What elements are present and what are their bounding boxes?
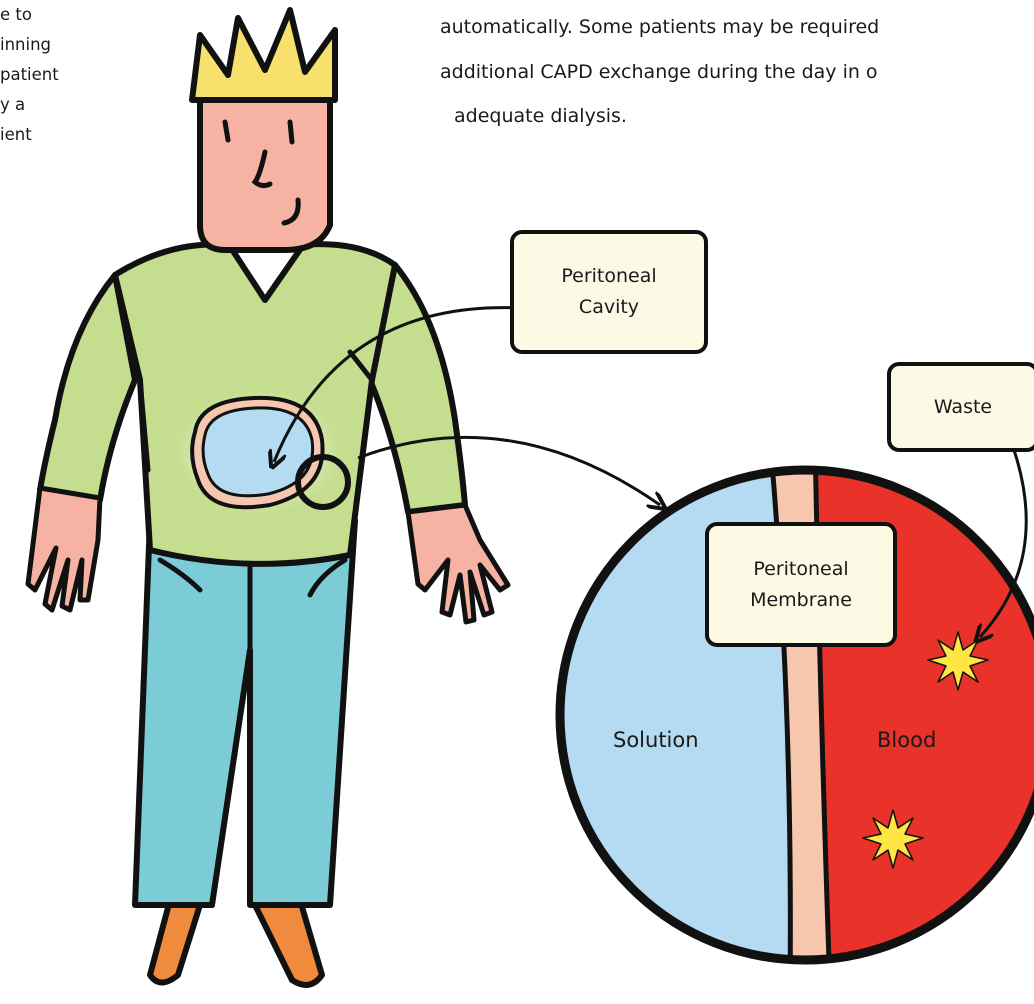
peritoneal-membrane-label-line2: Membrane	[750, 588, 852, 611]
arms	[37, 262, 468, 515]
waste-star-icon	[927, 631, 989, 691]
peritoneal-cavity-label: Peritoneal Cavity	[510, 230, 708, 354]
waste-arrow	[980, 449, 1028, 637]
intro-left-line: ient	[0, 125, 32, 144]
peritoneal-cavity-label-line2: Cavity	[578, 296, 640, 318]
intro-top-line: adequate dialysis.	[454, 105, 627, 127]
peritoneal-cavity-shape	[190, 395, 325, 510]
peritoneal-cavity-label-line1: Peritoneal	[561, 265, 657, 287]
intro-left-line: e to	[0, 5, 32, 24]
magnify-circle	[295, 454, 351, 510]
intro-top-line: additional CAPD exchange during the day …	[440, 61, 878, 83]
peritoneal-membrane-label-line1: Peritoneal	[753, 557, 849, 580]
zoom-arrow	[357, 435, 660, 505]
peritoneal-membrane-label: Peritoneal Membrane	[705, 522, 897, 647]
hands	[25, 485, 511, 625]
waste-label-text: Waste	[933, 395, 993, 418]
blood-label: Blood	[877, 728, 937, 752]
head	[189, 7, 338, 253]
waste-label: Waste	[887, 362, 1034, 452]
intro-text-top: automatically. Some patients may be requ…	[440, 0, 1034, 140]
intro-text-left: e to inning patient y a ient	[0, 0, 110, 150]
intro-left-line: inning	[0, 35, 52, 54]
solution-label: Solution	[613, 728, 699, 752]
cavity-arrow	[274, 306, 521, 462]
waste-star-icon	[862, 809, 924, 869]
intro-left-line: patient	[0, 65, 59, 84]
shoes	[147, 897, 325, 988]
jeans	[132, 517, 358, 908]
intro-top-line: automatically. Some patients may be requ…	[440, 16, 880, 38]
intro-left-line: y a	[0, 95, 26, 114]
